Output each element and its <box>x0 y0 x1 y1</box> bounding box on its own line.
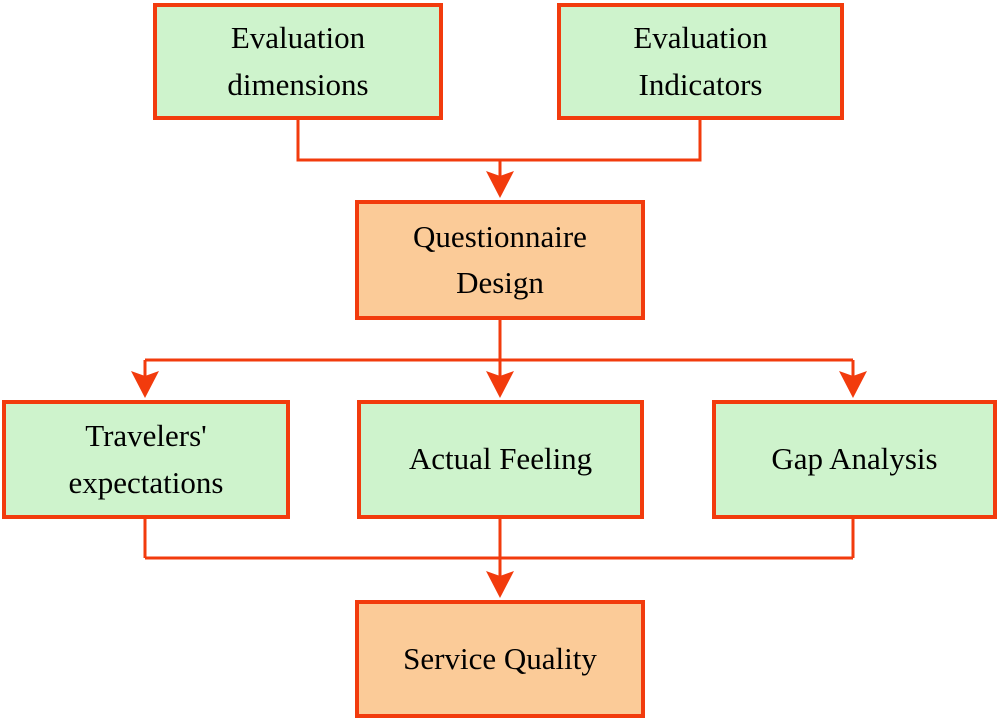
arrowhead-questionnaire <box>486 171 514 198</box>
node-label: Evaluation dimensions <box>227 20 369 102</box>
arrowhead-actual-feeling <box>486 371 514 398</box>
node-travelers-expectations: Travelers' expectations <box>2 400 290 519</box>
arrowhead-gap-analysis <box>839 371 867 398</box>
node-label: Travelers' expectations <box>68 418 224 500</box>
node-questionnaire-design: Questionnaire Design <box>355 200 645 320</box>
node-gap-analysis: Gap Analysis <box>712 400 997 519</box>
edge-top-merge <box>296 120 702 162</box>
arrowhead-service-quality <box>486 571 514 598</box>
node-label: Evaluation Indicators <box>633 20 768 102</box>
arrowhead-travelers <box>131 371 159 398</box>
node-evaluation-dimensions: Evaluation dimensions <box>153 3 443 120</box>
node-label: Actual Feeling <box>408 441 593 477</box>
node-label: Service Quality <box>403 640 597 676</box>
node-label: Gap Analysis <box>771 441 938 477</box>
node-actual-feeling: Actual Feeling <box>357 400 644 519</box>
node-evaluation-indicators: Evaluation Indicators <box>557 3 844 120</box>
node-label: Questionnaire Design <box>413 218 587 301</box>
node-service-quality: Service Quality <box>355 600 645 718</box>
